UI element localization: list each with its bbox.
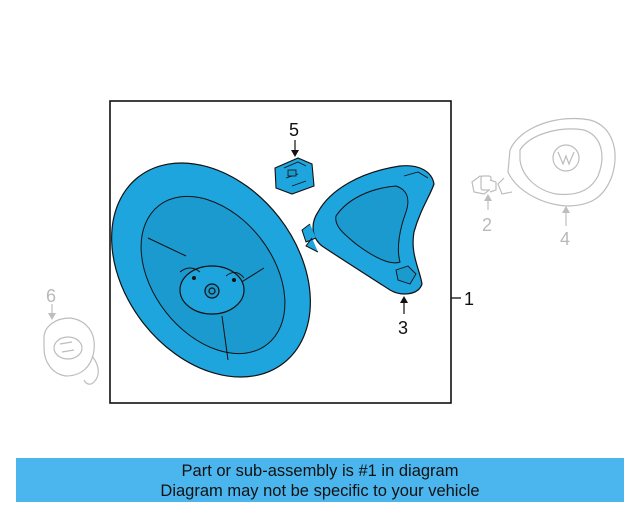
switch-module[interactable] [274,157,315,195]
callout-4-arrow [562,206,570,213]
caption-line-2: Diagram may not be specific to your vehi… [160,482,480,500]
callout-6-label: 6 [46,286,56,306]
caption-banner: Part or sub-assembly is #1 in diagram Di… [16,458,624,502]
callout-3-label: 3 [398,318,408,338]
callout-2-arrow [484,194,492,201]
callout-3-arrow [400,296,408,303]
callout-6-arrow [48,313,56,320]
callout-5-arrow [291,150,299,157]
bolt[interactable] [471,175,497,195]
callout-4-label: 4 [560,229,570,249]
assembly-frame [109,100,452,404]
airbag-module[interactable] [497,117,616,207]
callout-2-label: 2 [482,215,492,235]
callout-5-label: 5 [289,120,299,140]
steering-wheel[interactable] [71,124,352,416]
airbag-cover-trim[interactable] [301,165,435,295]
clock-spring[interactable] [43,317,99,385]
callout-1-label: 1 [464,289,474,309]
caption-line-1: Part or sub-assembly is #1 in diagram [181,462,459,480]
